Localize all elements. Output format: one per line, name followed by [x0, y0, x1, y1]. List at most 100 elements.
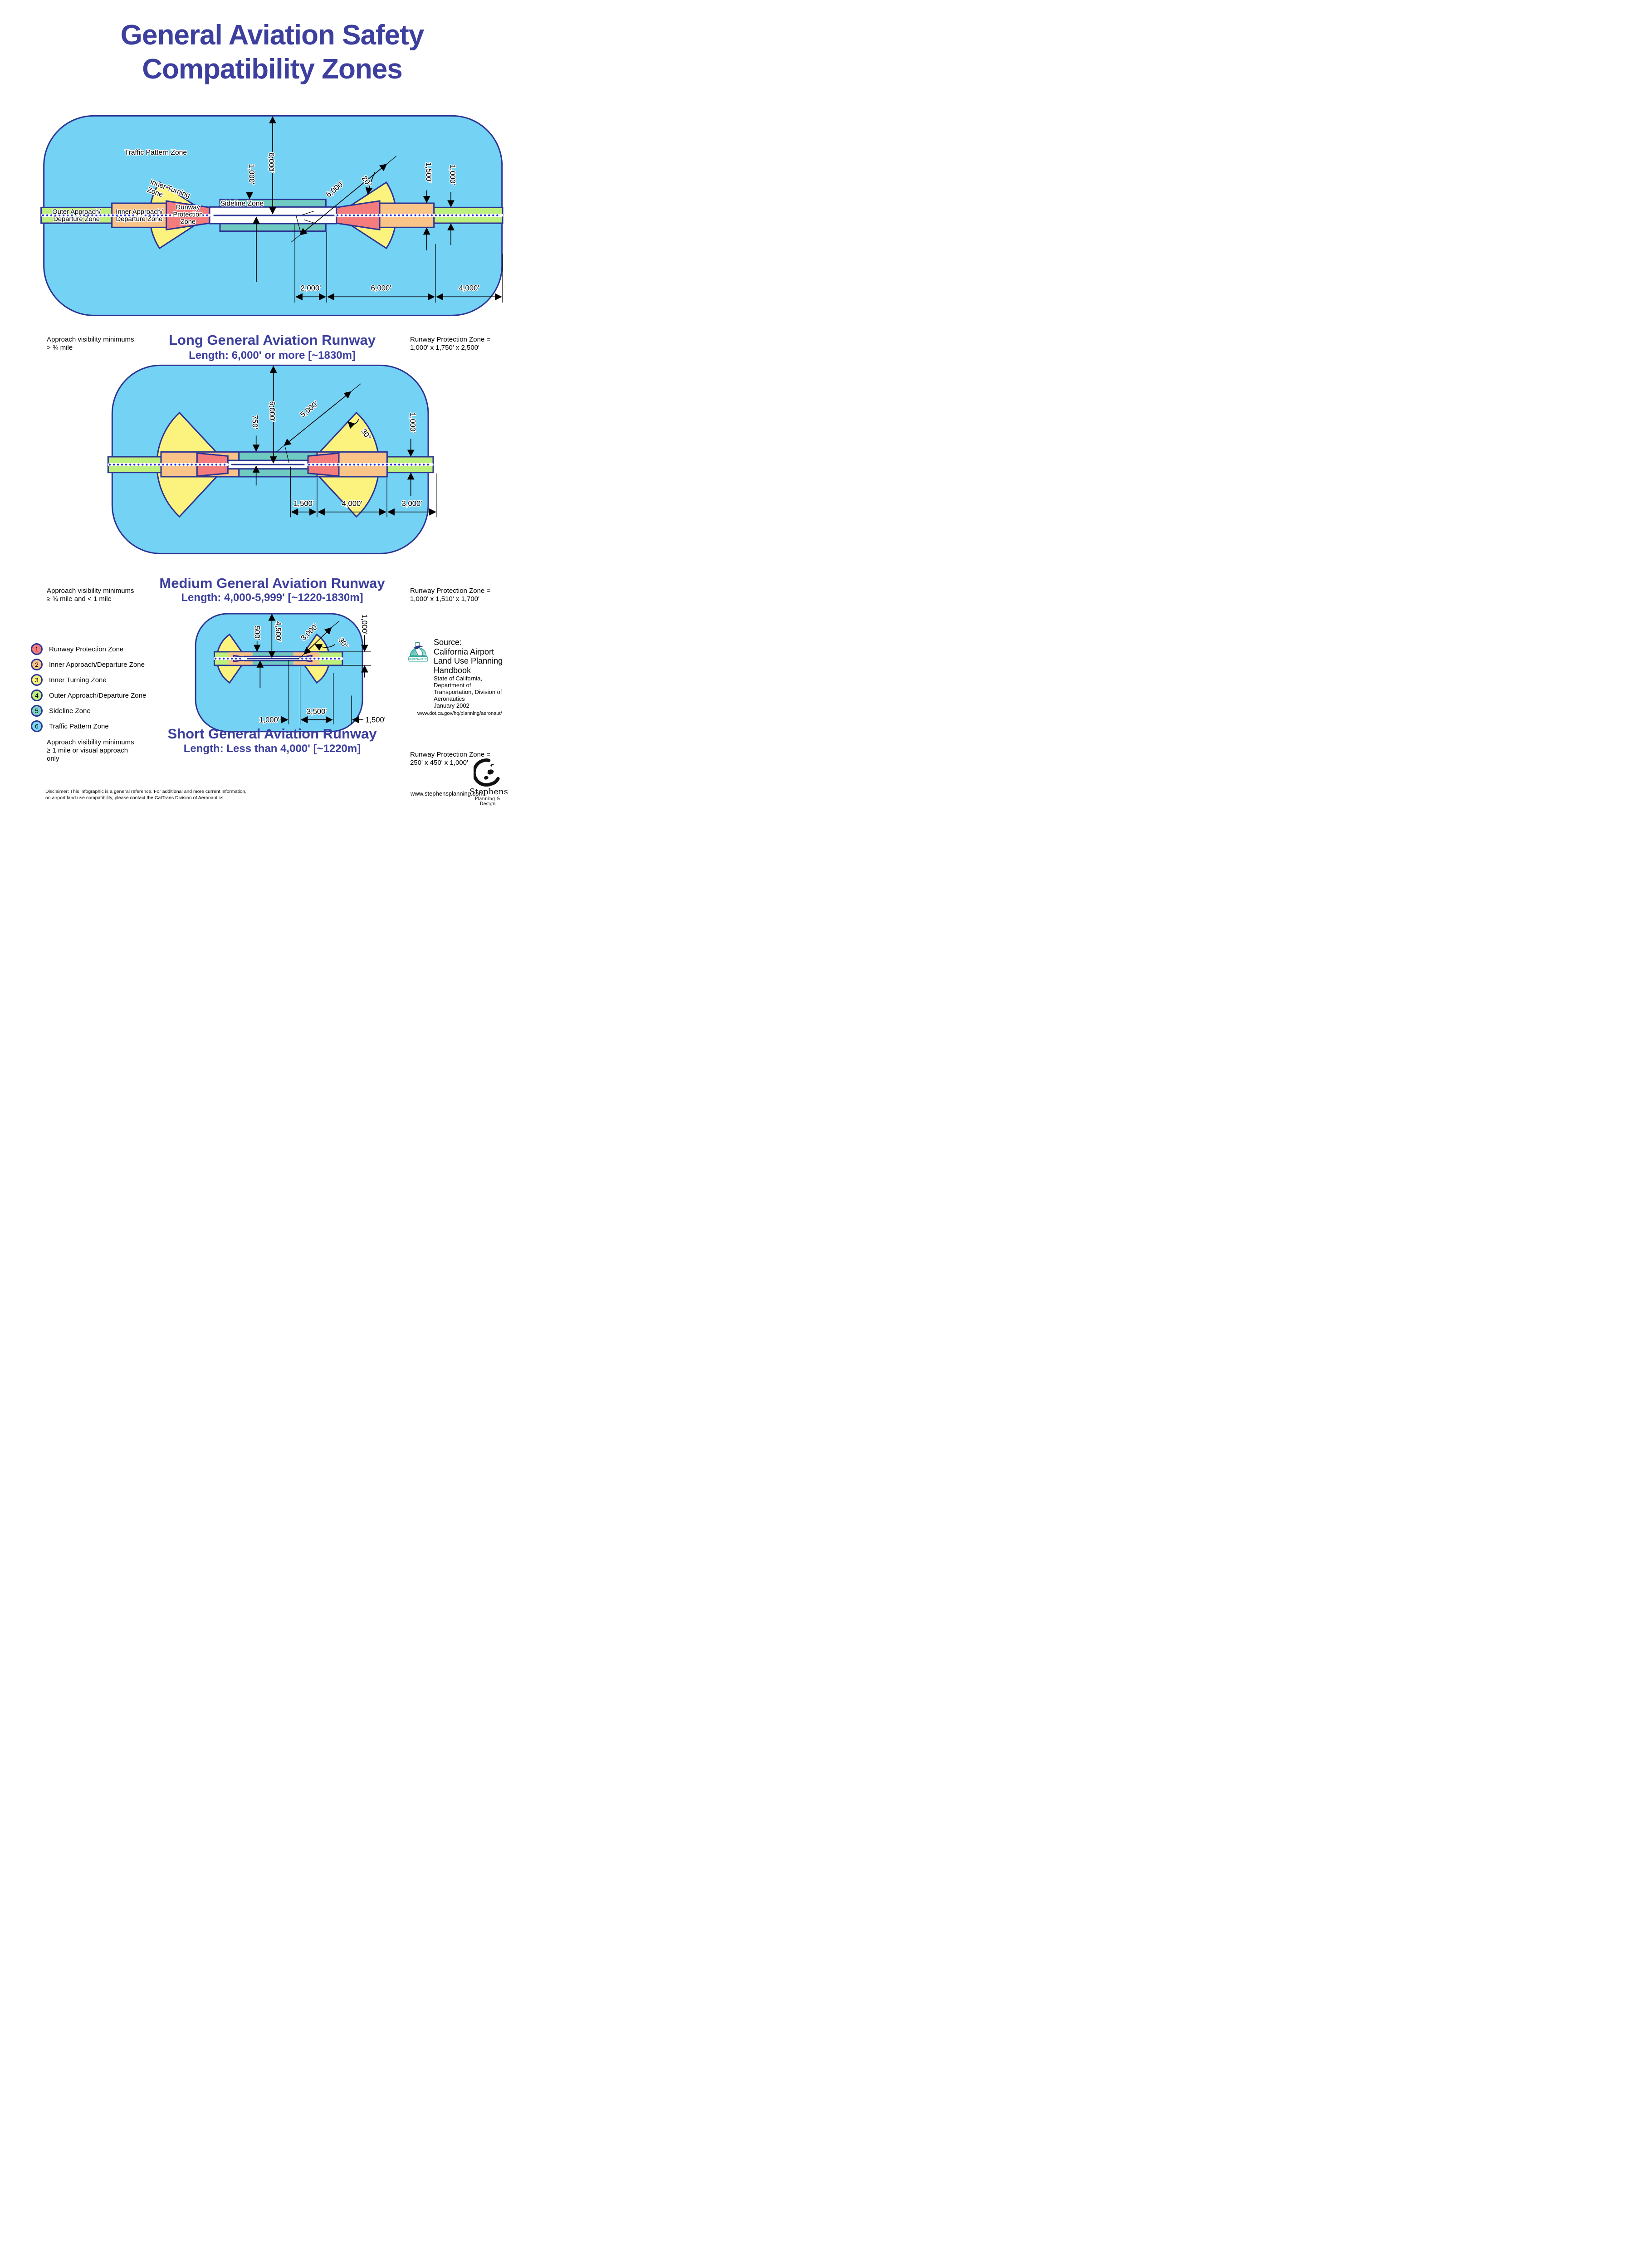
airplane-icon — [414, 645, 423, 650]
long-runway-diagram: Traffic Pattern Zone Inner Turning Zone … — [40, 115, 504, 316]
legend-num-3: 3 — [35, 676, 39, 684]
source-sub3: Transportation, Division of — [434, 689, 502, 695]
logo-caption-box — [408, 656, 428, 662]
dim-1000-right: 1,000' — [449, 165, 457, 185]
medium-caption: Medium General Aviation Runway — [159, 575, 385, 591]
dim-6000-bottom: 6,000' — [371, 284, 391, 292]
dim-750-left: 750' — [251, 415, 259, 429]
dim-1500-bottom: 1,500' — [365, 716, 386, 724]
legend-num-2: 2 — [35, 661, 39, 668]
legend-circle-1: 1 — [31, 643, 43, 655]
source-sub5: January 2002 — [434, 702, 469, 709]
disclaimer: Disclaimer: This infographic is a genera… — [45, 788, 299, 801]
legend-circle-4: 4 — [31, 689, 43, 701]
short-rpz-note-2: 250' x 450' x 1,000' — [410, 759, 468, 767]
legend-num-4: 4 — [35, 692, 39, 699]
short-visibility-1: Approach visibility minimums — [47, 738, 134, 746]
legend-item-sideline: 5 Sideline Zone — [31, 703, 181, 719]
legend-label-5: Sideline Zone — [49, 707, 91, 715]
medium-dimension-arrows — [252, 366, 437, 518]
dim-500-left: 500' — [253, 626, 261, 640]
medium-rpz-note-1: Runway Protection Zone = — [410, 587, 491, 595]
source-line2: Land Use Planning — [434, 656, 503, 665]
legend-num-5: 5 — [35, 707, 39, 714]
legend-item-rpz: 1 Runway Protection Zone — [31, 641, 181, 657]
outer-approach-label-2: Departure Zone — [53, 216, 100, 223]
rpz-label-1: Runway — [176, 204, 200, 211]
legend-item-inner-turning: 3 Inner Turning Zone — [31, 672, 181, 688]
legend-label-4: Outer Approach/Departure Zone — [49, 691, 147, 699]
legend-item-inner-approach: 2 Inner Approach/Departure Zone — [31, 657, 181, 672]
dim-1500-bottom: 1,500' — [293, 499, 314, 508]
legend-num-6: 6 — [35, 723, 39, 730]
brand-subtitle: Planning & Design — [474, 797, 501, 807]
stephens-logo-block: Stephens Planning & Design — [469, 758, 508, 807]
zone-legend: 1 Runway Protection Zone 2 Inner Approac… — [31, 641, 181, 734]
aeronautics-logo: AERONAUTICS — [408, 642, 428, 662]
long-visibility-note: Approach visibility minimums > ¾ mile — [47, 336, 160, 352]
runway — [213, 215, 335, 216]
infographic-page: { "page": { "title_line1": "General Avia… — [0, 0, 544, 816]
medium-runway-diagram: 6,000' 750' 5,000' 30° 1,000' 1,500' 4,0… — [107, 364, 437, 554]
rpz-label-3: Zone — [181, 219, 196, 226]
legend-circle-3: 3 — [31, 674, 43, 686]
legend-circle-5: 5 — [31, 705, 43, 717]
short-runway-diagram: 500' 4,500' 3,000' 30° 1,000' 1,000' 3,5… — [195, 613, 386, 733]
traffic-pattern-label: Traffic Pattern Zone — [125, 149, 187, 156]
dim-4500-vertical: 4,500' — [274, 621, 283, 642]
dim-4000-bottom: 4,000' — [459, 284, 479, 292]
source-line1: California Airport — [434, 647, 494, 656]
legend-label-2: Inner Approach/Departure Zone — [49, 660, 145, 669]
outer-approach-label-1: Outer Approach/ — [52, 209, 101, 216]
legend-item-traffic-pattern: 6 Traffic Pattern Zone — [31, 719, 181, 734]
dim-1000-bottom: 1,000' — [259, 716, 279, 724]
dim-3000-bottom: 3,000' — [402, 499, 422, 508]
medium-rpz-note: Runway Protection Zone = 1,000' x 1,510'… — [410, 587, 523, 603]
dim-4000-bottom: 4,000' — [342, 499, 362, 508]
legend-circle-2: 2 — [31, 659, 43, 670]
source-line3: Handbook — [434, 665, 471, 675]
source-sub2: Department of — [434, 682, 471, 689]
source-text: Source: California Airport Land Use Plan… — [434, 638, 540, 709]
legend-item-outer-approach: 4 Outer Approach/Departure Zone — [31, 688, 181, 703]
land-shape-1 — [487, 769, 494, 775]
page-title: General Aviation Safety Compatibility Zo… — [0, 18, 544, 86]
runway — [231, 464, 305, 465]
long-dimension-arrows — [246, 116, 503, 303]
inner-approach-label-2: Departure Zone — [116, 216, 163, 223]
long-visibility-1: Approach visibility minimums — [47, 336, 134, 343]
medium-rpz-note-2: 1,000' x 1,510' x 1,700' — [410, 595, 479, 603]
disclaimer-line2: on airport land use compatibility, pleas… — [45, 795, 225, 801]
short-rpz-note-1: Runway Protection Zone = — [410, 751, 491, 758]
legend-label-3: Inner Turning Zone — [49, 676, 107, 684]
dim-1500-right: 1,500' — [424, 162, 433, 183]
source-url[interactable]: www.dot.ca.gov/hq/planning/aeronaut/ — [417, 711, 502, 716]
rpz-label-2: Protection — [173, 211, 203, 219]
dim-6000-vertical: 6,000' — [268, 401, 277, 422]
medium-visibility-1: Approach visibility minimums — [47, 587, 134, 595]
long-caption: Long General Aviation Runway — [169, 332, 376, 348]
long-rpz-note-1: Runway Protection Zone = — [410, 336, 491, 343]
california-outline — [415, 642, 423, 656]
short-rpz-note: Runway Protection Zone = 250' x 450' x 1… — [410, 751, 523, 767]
page-title-line1: General Aviation Safety — [120, 20, 424, 51]
footer-url[interactable]: www.stephensplanning.com — [411, 790, 484, 797]
legend-circle-6: 6 — [31, 720, 43, 732]
long-rpz-note-2: 1,000' x 1,750' x 2,500' — [410, 344, 479, 352]
short-visibility-3: only — [47, 755, 59, 763]
medium-visibility-note: Approach visibility minimums ≥ ¾ mile an… — [47, 587, 165, 603]
source-sub1: State of California, — [434, 675, 482, 682]
dim-1000-left: 1,000' — [247, 164, 256, 184]
short-caption-sub: Length: Less than 4,000' [~1220m] — [183, 743, 361, 755]
stephens-logo — [472, 758, 500, 787]
dim-1000-right: 1,000' — [408, 413, 417, 433]
dim-3500-bottom: 3,500' — [307, 707, 327, 716]
sideline-label: Sideline Zone — [220, 200, 264, 208]
dim-1000-right: 1,000' — [360, 614, 369, 635]
bird-shape — [490, 764, 494, 767]
medium-visibility-2: ≥ ¾ mile and < 1 mile — [47, 595, 112, 603]
dim-6000-vertical: 6,000' — [267, 152, 276, 173]
short-caption: Short General Aviation Runway — [167, 726, 377, 742]
legend-label-6: Traffic Pattern Zone — [49, 722, 109, 730]
short-dimension-arrows — [253, 613, 372, 724]
